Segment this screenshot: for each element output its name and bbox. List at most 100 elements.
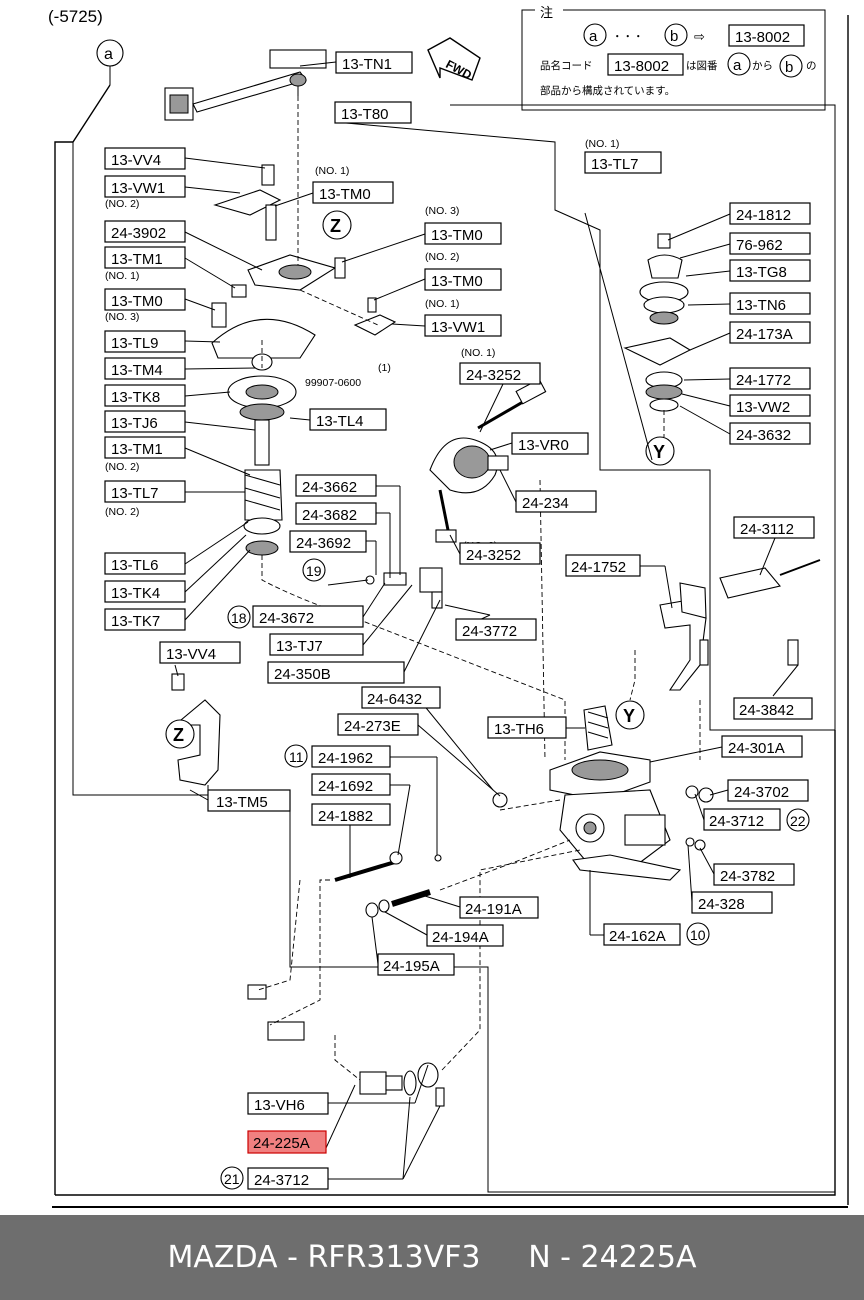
svg-text:24-328: 24-328 (698, 896, 745, 913)
label-13-tj7: 13-TJ7 (269, 633, 364, 656)
throttle-body-icon (549, 705, 714, 881)
footer-text: MAZDA - RFR313VF3 N - 24225A (167, 1240, 697, 1275)
label-24-3252-no1: 24-3252 (459, 362, 541, 385)
label-13-tk7: 13-TK7 (104, 608, 186, 631)
sensor-cover-icon (211, 164, 397, 556)
svg-text:13-VW2: 13-VW2 (736, 399, 790, 416)
label-24-1772: 24-1772 (729, 367, 811, 390)
label-13-tm0-left: 13-TM0 (104, 288, 186, 311)
svg-text:24-3842: 24-3842 (739, 702, 794, 719)
svg-text:13-VH6: 13-VH6 (254, 1097, 305, 1114)
svg-text:19: 19 (306, 563, 322, 579)
svg-text:24-3662: 24-3662 (302, 479, 357, 496)
svg-text:13-TN6: 13-TN6 (736, 297, 786, 314)
label-24-301a: 24-301A (721, 735, 803, 758)
svg-text:13-VW1: 13-VW1 (111, 180, 165, 197)
range-label: (-5725) (48, 7, 103, 26)
label-13-tl9: 13-TL9 (104, 330, 186, 353)
svg-text:13-VW1: 13-VW1 (431, 319, 485, 336)
legend-prefix: 品名コード (540, 59, 593, 72)
svg-text:24-173A: 24-173A (736, 326, 793, 343)
svg-text:Y: Y (653, 442, 665, 462)
svg-text:22: 22 (790, 813, 806, 829)
label-24-225a-highlighted: 24-225A (247, 1130, 327, 1154)
svg-text:24-3712: 24-3712 (709, 813, 764, 830)
svg-text:13-VR0: 13-VR0 (518, 437, 569, 454)
svg-text:13-TL7: 13-TL7 (591, 156, 639, 173)
label-24-3772: 24-3772 (455, 618, 537, 641)
label-13-vh6: 13-VH6 (247, 1092, 329, 1115)
label-13-vv4: 13-VV4 (104, 147, 186, 170)
label-24-1812: 24-1812 (729, 202, 811, 225)
label-13-tg8: 13-TG8 (729, 259, 811, 282)
label-13-tl4: 13-TL4 (309, 408, 387, 431)
svg-text:13-TL9: 13-TL9 (111, 335, 159, 352)
footer-bar: MAZDA - RFR313VF3 N - 24225A (0, 1215, 864, 1300)
label-24-3692: 24-3692 (289, 530, 367, 553)
svg-text:24-195A: 24-195A (383, 958, 440, 975)
svg-text:13-TL6: 13-TL6 (111, 557, 159, 574)
svg-text:24-3712: 24-3712 (254, 1172, 309, 1189)
svg-text:(NO. 2): (NO. 2) (105, 198, 139, 210)
label-24-3112: 24-3112 (733, 516, 815, 539)
label-13-tm1: 13-TM1 (104, 246, 186, 269)
label-13-th6: 13-TH6 (487, 716, 567, 739)
label-24-3632: 24-3632 (729, 422, 811, 445)
svg-text:(NO. 3): (NO. 3) (425, 205, 459, 217)
svg-text:24-3252: 24-3252 (466, 367, 521, 384)
label-13-t80: 13-T80 (334, 101, 412, 124)
svg-text:24-3782: 24-3782 (720, 868, 775, 885)
svg-text:21: 21 (224, 1171, 240, 1187)
legend-kara: から (752, 60, 773, 72)
marker-y-right: Y (645, 436, 675, 466)
label-13-tj6: 13-TJ6 (104, 410, 186, 433)
svg-text:24-1692: 24-1692 (318, 778, 373, 795)
label-24-3662: 24-3662 (295, 474, 377, 497)
label-13-tm4: 13-TM4 (104, 357, 186, 380)
svg-text:(1): (1) (378, 362, 391, 374)
label-24-191a: 24-191A (459, 896, 539, 919)
part-labels: 13-TN1 13-T80 13-VV4 13-VW1 13-TM0 24-39… (104, 51, 815, 1190)
label-24-173a: 24-173A (729, 321, 811, 344)
bracket-icon (659, 559, 821, 691)
label-13-vw2: 13-VW2 (729, 394, 811, 417)
svg-text:24-6432: 24-6432 (367, 691, 422, 708)
svg-text:99907-0600: 99907-0600 (305, 377, 361, 389)
label-13-tm0: 13-TM0 (312, 181, 394, 204)
label-24-3782: 24-3782 (713, 863, 795, 886)
svg-text:Y: Y (623, 706, 635, 726)
svg-text:24-273E: 24-273E (344, 718, 401, 735)
label-24-234: 24-234 (515, 490, 597, 513)
legend-line3: 部品から構成されています。 (540, 84, 675, 97)
notes: (NO. 1) (NO. 2) (NO. 3) (NO. 2) (NO. 1) … (105, 138, 619, 552)
label-13-tn6: 13-TN6 (729, 292, 811, 315)
label-24-3252-no2: 24-3252 (459, 542, 541, 565)
legend-mid: は図番 (686, 60, 718, 72)
label-13-vw1-no1: 13-VW1 (424, 314, 502, 337)
svg-text:24-3692: 24-3692 (296, 535, 351, 552)
svg-text:(NO. 2): (NO. 2) (105, 461, 139, 473)
legend-arrow: ⇨ (694, 29, 705, 44)
svg-text:10: 10 (690, 927, 706, 943)
svg-text:13-TM5: 13-TM5 (216, 794, 268, 811)
label-24-3672: 24-3672 (252, 605, 364, 628)
label-24-3712-lower: 24-3712 (247, 1167, 329, 1190)
leader-lines (174, 61, 799, 1180)
svg-text:24-301A: 24-301A (728, 740, 785, 757)
label-13-tl7-no2: 13-TL7 (104, 480, 186, 503)
dashed-guide-lines (257, 96, 701, 1081)
svg-text:13-TM0: 13-TM0 (431, 273, 483, 290)
svg-text:13-VV4: 13-VV4 (111, 152, 161, 169)
outer-frame (52, 15, 849, 1208)
label-24-328: 24-328 (691, 891, 773, 914)
svg-text:13-TM0: 13-TM0 (431, 227, 483, 244)
label-24-195a: 24-195A (377, 953, 455, 976)
label-24-3842: 24-3842 (733, 697, 813, 720)
legend-title: 注 (540, 5, 553, 20)
label-13-tn1: 13-TN1 (335, 51, 413, 74)
svg-text:24-3772: 24-3772 (462, 623, 517, 640)
callout-a: a (96, 39, 124, 85)
label-13-tm5: 13-TM5 (207, 789, 291, 812)
svg-text:13-TM0: 13-TM0 (111, 293, 163, 310)
svg-text:24-3632: 24-3632 (736, 427, 791, 444)
